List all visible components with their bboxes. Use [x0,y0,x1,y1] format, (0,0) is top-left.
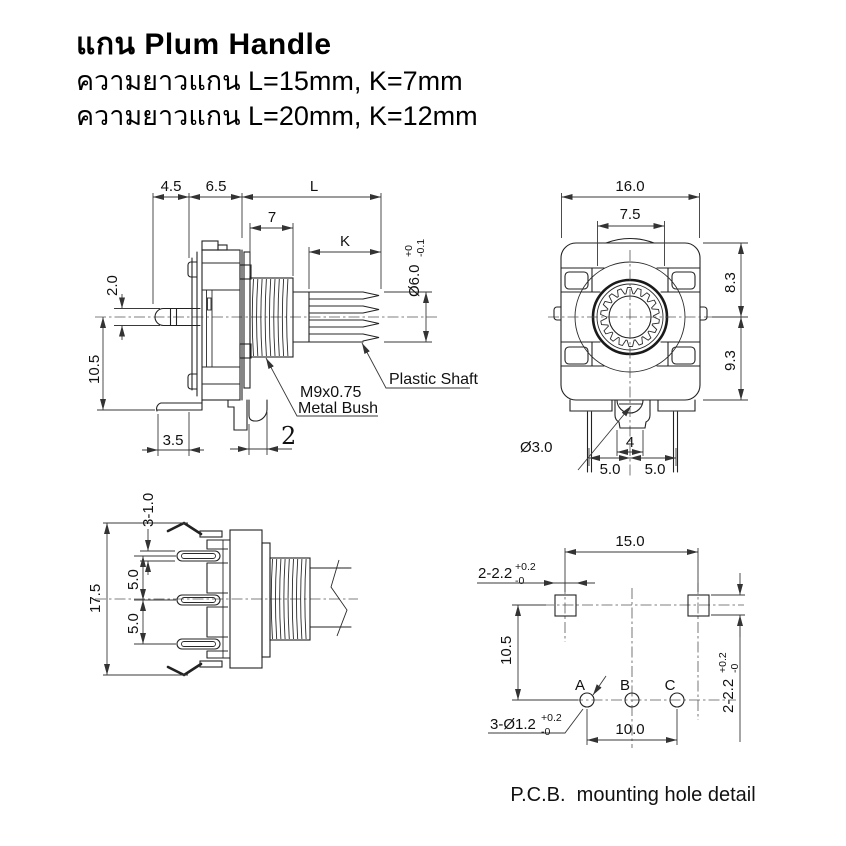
dim-2-0-group: 2.0 [104,275,121,296]
pcb-labels: 15.0 2-2.2 +0.2 -0 10.5 A B C 3-Ø1.2 +0.… [478,533,756,806]
dim-hole-3-0: Ø3.0 [520,439,553,456]
side-view-dimensions [97,193,470,456]
terminal-2 [176,594,221,606]
thread-ridges-rear [270,558,307,640]
dim-5-0-left: 5.0 [600,461,621,478]
side-view: 4.5 6.5 L 7 K Ø6.0 +0 -0.1 2.0 10.5 3.5 … [86,178,478,456]
square-note-right-main: 2-2.2 [720,679,737,713]
dim-15-0: 15.0 [615,533,644,550]
dim-10-5: 10.5 [86,355,103,384]
dim-5-0-top: 5.0 [125,569,142,590]
knurl-serrations [362,291,380,342]
hole-note-sup: +0.2 [541,712,562,724]
pad-hole-b [624,692,640,708]
pad-label-c: C [665,677,676,694]
dim-5-0-right: 5.0 [645,461,666,478]
side-view-labels: 4.5 6.5 L 7 K Ø6.0 +0 -0.1 2.0 10.5 3.5 … [86,178,478,450]
dim-8-3-group: 8.3 [722,272,739,293]
dim-2-0: 2.0 [104,275,121,296]
side-view-geometry [95,240,437,431]
dim-3-5: 3.5 [163,432,184,449]
terminal-1 [176,550,221,562]
dim-6-5: 6.5 [206,178,227,195]
rear-view-dimensions [103,522,188,676]
dim-5-top-group: 5.0 [125,569,142,590]
front-view-dimensions [561,193,748,471]
dim-4: 4 [626,434,634,451]
dim-10-0: 10.0 [615,721,644,738]
dim-9-3-group: 9.3 [722,350,739,371]
rear-view: 17.5 3-1.0 5.0 5.0 [87,493,358,677]
pad-label-b: B [620,677,630,694]
dim-7: 7 [268,209,276,226]
square-note-right-sup: +0.2 [717,652,729,673]
pcb-geometry [543,583,744,748]
square-note-right-sub: -0 [729,664,741,673]
square-note-main: 2-2.2 [478,565,512,582]
thread-ridges [251,278,289,357]
title-line-3: ความยาวแกน L=20mm, K=12mm [76,101,478,131]
front-view-labels: 16.0 7.5 8.3 9.3 Ø3.0 4 5.0 5.0 [520,178,739,478]
dim-shaft-diameter-sub: -0.1 [415,239,427,257]
dim-9-3: 9.3 [722,350,739,371]
dim-K: K [340,233,350,250]
dim-10-5-group: 10.5 [86,355,103,384]
dim-5-0-bottom: 5.0 [125,613,142,634]
dim-10-5-pcb-group: 10.5 [498,636,515,665]
title-block: แกน Plum Handle ความยาวแกน L=15mm, K=7mm… [76,26,478,134]
dim-pins-3-1-0: 3-1.0 [140,493,157,527]
front-view: 16.0 7.5 8.3 9.3 Ø3.0 4 5.0 5.0 [520,178,748,478]
dim-4-5: 4.5 [161,178,182,195]
square-note-sub: -0 [515,575,524,587]
pad-label-a: A [575,677,585,694]
dim-7-5: 7.5 [620,206,641,223]
front-view-geometry [548,237,712,478]
pcb-caption: P.C.B. mounting hole detail [510,784,755,806]
dim-L: L [310,178,318,195]
label-thread: M9x0.75 [300,384,361,401]
square-note-right-group: 2-2.2 +0.2 -0 [717,652,741,713]
dim-17-5: 17.5 [87,584,104,613]
dim-5-bottom-group: 5.0 [125,613,142,634]
title-line-1: แกน Plum Handle [76,28,332,61]
dim-10-5-pcb: 10.5 [498,636,515,665]
dim-8-3: 8.3 [722,272,739,293]
dim-shaft-diameter-sup: +0 [403,245,415,257]
hole-note-main: 3-Ø1.2 [490,716,536,733]
label-metal-bush: Metal Bush [298,400,378,417]
pcb-dimensions [477,548,745,745]
square-hole-left [554,594,577,617]
dim-2: 2 [281,422,296,450]
pad-hole-c [669,692,685,708]
hole-note-sub: -0 [541,726,550,738]
dim-16-0: 16.0 [615,178,644,195]
pad-hole-a [579,692,595,708]
square-note-sup: +0.2 [515,561,536,573]
square-hole-right [687,594,710,617]
dim-17-5-group: 17.5 [87,584,104,613]
terminal-3 [176,638,221,650]
dim-shaft-diameter-main: Ø6.0 [406,264,423,297]
dim-pins-group: 3-1.0 [140,493,157,527]
pcb-view: 15.0 2-2.2 +0.2 -0 10.5 A B C 3-Ø1.2 +0.… [477,533,756,806]
title-line-2: ความยาวแกน L=15mm, K=7mm [76,66,463,96]
label-plastic-shaft: Plastic Shaft [389,371,478,388]
dim-shaft-diameter: Ø6.0 +0 -0.1 [403,239,427,297]
knurl-lines [309,298,363,335]
rear-view-geometry [95,521,358,677]
rear-view-labels: 17.5 3-1.0 5.0 5.0 [87,493,157,634]
